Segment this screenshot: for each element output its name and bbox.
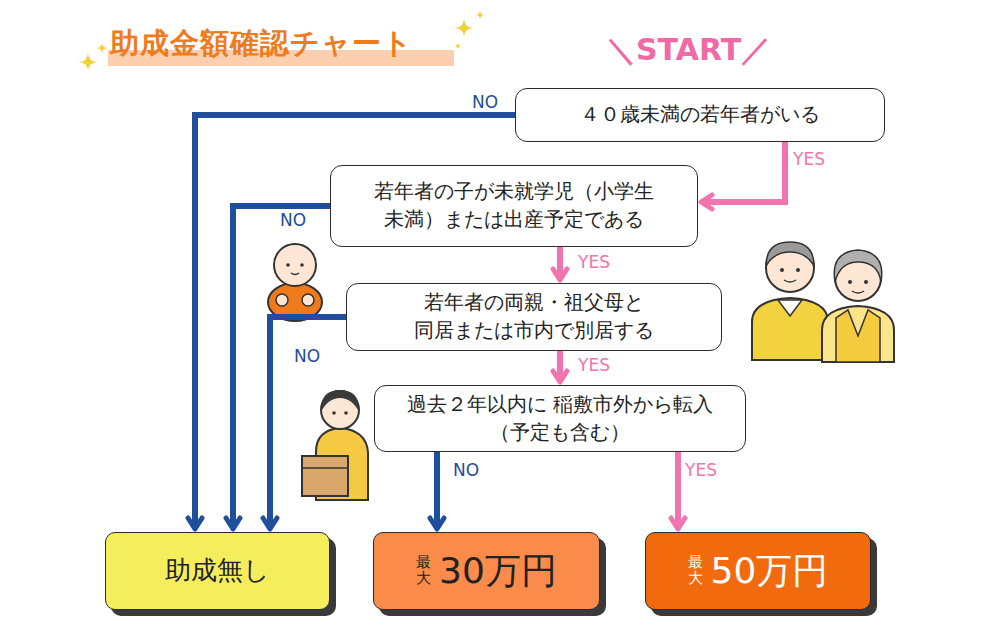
grandpa-collar	[778, 300, 802, 316]
question-box: ４０歳未満の若年者がいる	[515, 88, 885, 142]
answer-label: NO	[453, 460, 479, 480]
max-prefix: 最大	[688, 555, 703, 587]
node-text: 若年者の両親・祖父母と 同居または市内で別居する	[357, 289, 711, 344]
flow-arrow	[675, 452, 681, 529]
grandpa-hair	[766, 242, 814, 266]
node-text: ４０歳未満の若年者がいる	[580, 101, 820, 129]
answer-label: NO	[294, 346, 320, 366]
result-box: 最大30万円	[373, 532, 600, 610]
grandma-eye	[864, 280, 868, 284]
node-text: 過去２年以内に 稲敷市外から転入（予定も含む）	[385, 391, 735, 446]
answer-label: YES	[578, 355, 610, 375]
courier-eye	[344, 411, 348, 415]
baby-head	[274, 244, 316, 286]
answer-label: YES	[793, 149, 825, 169]
flow-arrow	[233, 206, 330, 529]
courier-head	[321, 391, 359, 429]
node-text: 若年者の子が未就学児（小学生 未満）または出産予定である	[341, 178, 687, 233]
flow-arrow	[434, 452, 440, 529]
parcel-box	[302, 456, 348, 496]
question-box: 若年者の子が未就学児（小学生 未満）または出産予定である	[330, 165, 698, 247]
grandma-body	[822, 306, 894, 362]
answer-label: YES	[578, 252, 610, 272]
answer-label: NO	[472, 92, 498, 112]
grandpa-eye	[780, 268, 784, 272]
baby-illustration	[268, 244, 322, 321]
max-prefix: 最大	[416, 555, 431, 587]
courier-hair	[321, 390, 359, 412]
grandpa-mouth	[784, 280, 796, 282]
result-box: 助成無し	[105, 532, 330, 610]
sparkle	[475, 10, 485, 20]
flow-arrow	[270, 317, 346, 529]
node-text: 助成無し	[165, 553, 270, 589]
baby-mouth	[291, 273, 299, 275]
answer-label: NO	[280, 210, 306, 230]
result-box: 最大50万円	[645, 532, 871, 610]
chart-title: 助成金額確認チャート	[110, 24, 413, 64]
baby-hand	[302, 294, 314, 306]
baby-eye	[286, 263, 290, 267]
baby-eye	[300, 263, 304, 267]
sparkle	[454, 42, 462, 50]
flow-arrow	[557, 351, 563, 382]
grandpa-eye	[796, 268, 800, 272]
start-label: ＼START／	[606, 30, 771, 71]
grandpa-body	[752, 298, 828, 360]
grandma-mouth	[852, 291, 864, 293]
answer-label: YES	[685, 460, 717, 480]
grandparents-illustration	[752, 242, 894, 362]
node-text: 30万円	[439, 546, 557, 596]
delivery-illustration	[302, 390, 368, 500]
grandma-eye	[848, 280, 852, 284]
sparkle	[454, 18, 474, 38]
flow-arrow	[701, 142, 785, 202]
sparkle	[78, 52, 98, 72]
grandma-cardigan	[836, 310, 880, 362]
question-box: 若年者の両親・祖父母と 同居または市内で別居する	[346, 283, 722, 351]
grandma-hair	[834, 250, 882, 282]
node-text: 50万円	[711, 546, 829, 596]
parcel-tape	[302, 467, 348, 469]
question-box: 過去２年以内に 稲敷市外から転入（予定も含む）	[374, 385, 746, 452]
sparkle	[96, 42, 108, 54]
courier-eye	[332, 411, 336, 415]
flow-arrow	[557, 247, 563, 280]
baby-hand	[276, 294, 288, 306]
